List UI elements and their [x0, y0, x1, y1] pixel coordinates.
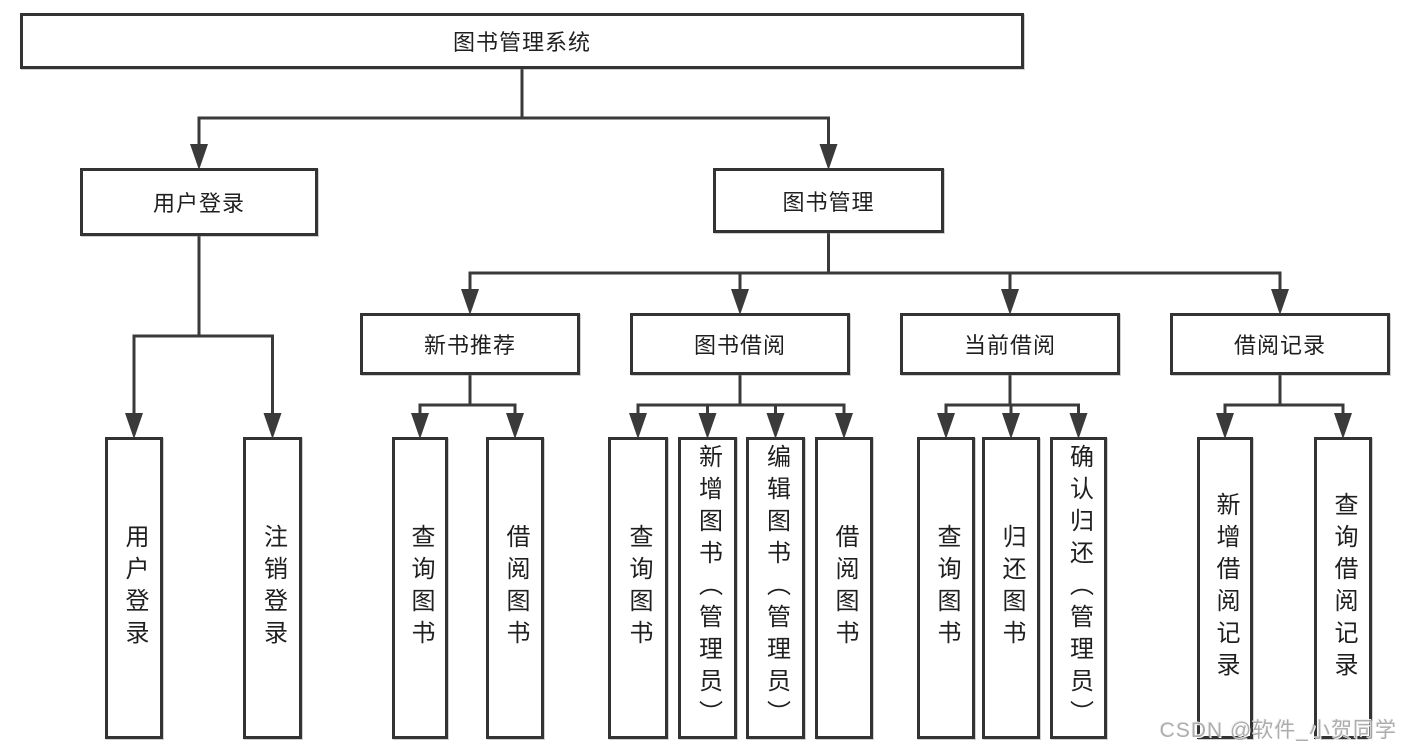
node-label-leaf-confirm-return: 确认归还（管理员）: [1065, 444, 1093, 732]
node-label-leaf-borrow-book-2: 借阅图书: [831, 524, 858, 652]
node-book-borrow: 图书借阅: [630, 313, 850, 375]
connector-path: [418, 373, 517, 421]
node-leaf-borrow-book-1: 借阅图书: [486, 437, 544, 739]
arrowhead-icon: [263, 413, 282, 439]
connector-path: [468, 231, 1282, 297]
node-label-book-mgmt: 图书管理: [782, 189, 875, 215]
node-label-current-borrow: 当前借阅: [963, 333, 1056, 358]
arrowhead-icon: [190, 144, 208, 170]
node-label-root: 图书管理系统: [452, 30, 591, 55]
arrowhead-icon: [1002, 413, 1020, 439]
arrowhead-icon: [461, 289, 479, 315]
arrowhead-icon: [937, 413, 955, 439]
arrowhead-icon: [506, 413, 524, 439]
node-label-leaf-add-record: 新增借阅记录: [1212, 492, 1239, 684]
node-leaf-add-book: 新增图书（管理员）: [678, 437, 737, 739]
node-leaf-query-book-1: 查询图书: [392, 437, 448, 739]
arrowhead-icon: [698, 413, 717, 439]
node-new-book-rec: 新书推荐: [360, 313, 580, 375]
node-borrow-records: 借阅记录: [1170, 313, 1390, 375]
node-label-leaf-add-book: 新增图书（管理员）: [694, 444, 722, 732]
watermark-text: CSDN @软件_小贺同学: [1159, 719, 1397, 742]
node-current-borrow: 当前借阅: [900, 313, 1120, 375]
node-label-book-borrow: 图书借阅: [693, 333, 786, 358]
connector-user-login: [125, 234, 282, 439]
node-label-leaf-edit-book: 编辑图书（管理员）: [762, 444, 790, 732]
connector-current-borrow: [937, 373, 1088, 439]
connector-book-mgmt: [461, 231, 1289, 315]
connector-book-borrow: [629, 373, 853, 439]
node-label-leaf-query-record: 查询借阅记录: [1330, 492, 1357, 684]
node-label-leaf-logout: 注销登录: [259, 524, 287, 652]
node-leaf-return-book: 归还图书: [982, 437, 1040, 739]
connector-path: [1223, 373, 1345, 421]
connector-path: [636, 373, 846, 421]
arrowhead-icon: [1216, 413, 1234, 439]
connector-path: [944, 373, 1080, 421]
node-label-leaf-user-login: 用户登录: [121, 524, 148, 652]
node-root: 图书管理系统: [20, 13, 1024, 69]
node-leaf-query-record: 查询借阅记录: [1314, 437, 1372, 739]
node-label-user-login: 用户登录: [152, 191, 245, 216]
connector-new-book-rec: [411, 373, 524, 439]
node-leaf-query-book-3: 查询图书: [917, 437, 975, 739]
node-label-borrow-records: 借阅记录: [1233, 333, 1326, 358]
arrowhead-icon: [1001, 289, 1019, 315]
arrowhead-icon: [125, 413, 143, 439]
node-leaf-borrow-book-2: 借阅图书: [815, 437, 873, 739]
node-leaf-user-login: 用户登录: [105, 437, 163, 739]
arrowhead-icon: [819, 144, 838, 170]
node-leaf-confirm-return: 确认归还（管理员）: [1050, 437, 1107, 739]
connector-borrow-records: [1216, 373, 1352, 439]
node-leaf-query-book-2: 查询图书: [608, 437, 668, 739]
node-label-new-book-rec: 新书推荐: [423, 333, 516, 358]
node-user-login: 用户登录: [80, 168, 318, 236]
node-leaf-logout: 注销登录: [243, 437, 302, 739]
arrowhead-icon: [835, 413, 853, 439]
node-leaf-add-record: 新增借阅记录: [1197, 437, 1253, 739]
node-book-mgmt: 图书管理: [713, 168, 944, 233]
arrowhead-icon: [629, 413, 647, 439]
arrowhead-icon: [1334, 413, 1352, 439]
arrowhead-icon: [766, 413, 785, 439]
arrowhead-icon: [1069, 413, 1088, 439]
arrowhead-icon: [731, 289, 749, 315]
connector-path: [197, 67, 830, 152]
node-label-leaf-query-book-1: 查询图书: [407, 524, 434, 652]
connector-root: [190, 67, 838, 170]
arrowhead-icon: [1271, 289, 1289, 315]
node-label-leaf-query-book-2: 查询图书: [625, 524, 652, 652]
arrowhead-icon: [411, 413, 429, 439]
node-label-leaf-borrow-book-1: 借阅图书: [502, 524, 529, 652]
node-leaf-edit-book: 编辑图书（管理员）: [746, 437, 805, 739]
node-label-leaf-return-book: 归还图书: [998, 524, 1025, 652]
connector-path: [132, 234, 274, 421]
node-label-leaf-query-book-3: 查询图书: [933, 524, 960, 652]
